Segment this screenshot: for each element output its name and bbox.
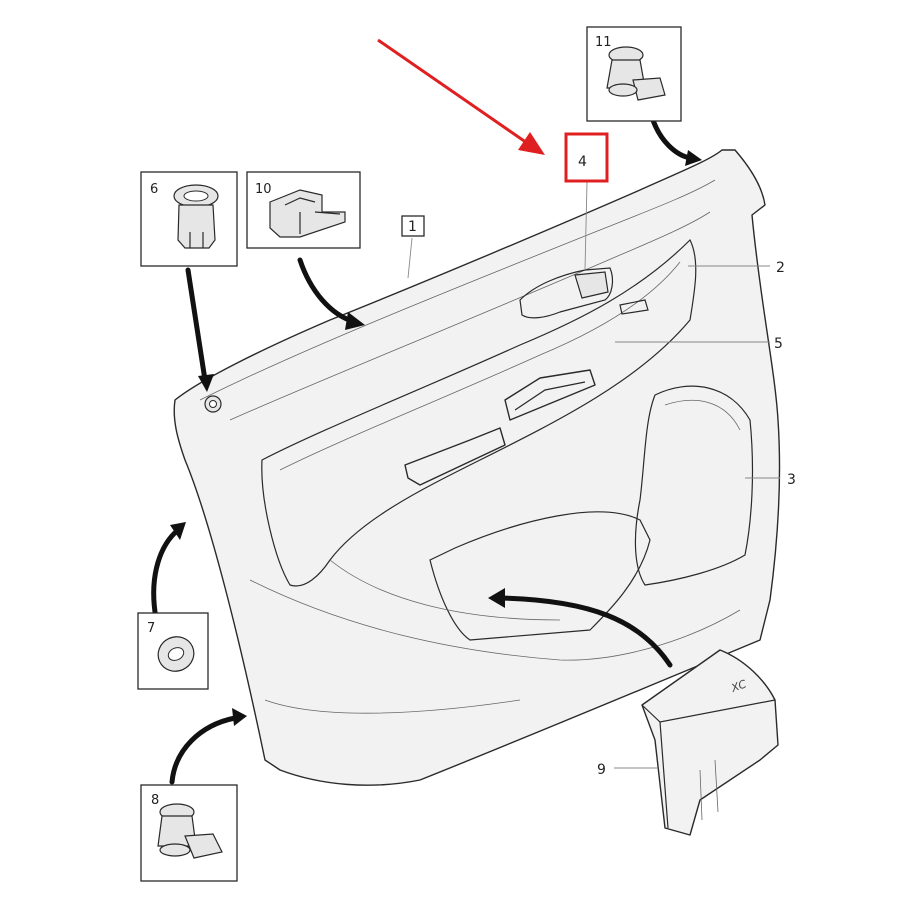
inset-part-10 bbox=[246, 171, 361, 249]
callout-6: 6 bbox=[150, 182, 158, 197]
callout-labels: 1 2 3 4 5 6 7 8 9 10 11 bbox=[147, 35, 796, 808]
callout-4: 4 bbox=[578, 154, 587, 170]
storage-bin-marking: XC bbox=[729, 677, 749, 695]
callout-7: 7 bbox=[147, 621, 155, 636]
inset-part-11 bbox=[586, 26, 682, 122]
callout-9: 9 bbox=[597, 762, 606, 778]
callout-2: 2 bbox=[776, 260, 785, 276]
highlight-box-part-4 bbox=[564, 132, 609, 183]
callout-1: 1 bbox=[408, 219, 417, 235]
bold-arrows bbox=[151, 117, 702, 785]
callout-1-frame bbox=[401, 215, 425, 237]
inset-part-6 bbox=[140, 171, 238, 267]
callout-5: 5 bbox=[774, 336, 783, 352]
inset-part-8 bbox=[140, 784, 238, 882]
leader-lines bbox=[407, 181, 780, 769]
inset-part-7 bbox=[137, 612, 209, 690]
callout-3: 3 bbox=[787, 472, 796, 488]
callout-11: 11 bbox=[595, 35, 612, 50]
callout-10: 10 bbox=[255, 182, 272, 197]
callout-8: 8 bbox=[151, 793, 159, 808]
red-pointer-arrow bbox=[377, 38, 545, 155]
storage-bin-part: XC bbox=[641, 649, 779, 836]
